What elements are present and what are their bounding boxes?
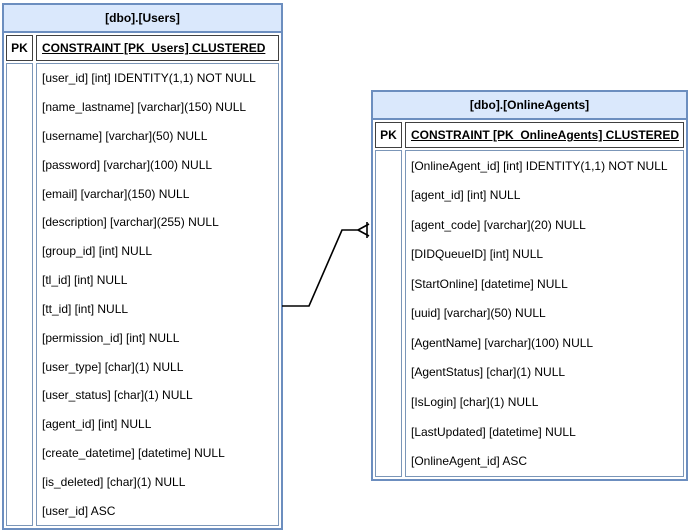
column-row: [description] [varchar](255) NULL [42, 215, 219, 230]
column-row: [AgentStatus] [char](1) NULL [411, 365, 566, 380]
users-pk-badge: PK [6, 35, 33, 61]
onlineagents-key-gutter [375, 150, 402, 477]
column-row: [user_id] ASC [42, 503, 116, 518]
column-row: [name_lastname] [varchar](150) NULL [42, 100, 247, 115]
users-table-header: [dbo].[Users] [4, 5, 281, 33]
column-row: [create_datetime] [datetime] NULL [42, 445, 225, 460]
column-row: [email] [varchar](150) NULL [42, 186, 190, 201]
column-row: [StartOnline] [datetime] NULL [411, 276, 568, 291]
column-row: [tl_id] [int] NULL [42, 273, 128, 288]
onlineagents-pk-badge: PK [375, 122, 402, 148]
users-pk-constraint: CONSTRAINT [PK_Users] CLUSTERED [36, 35, 279, 61]
onlineagents-table-node[interactable]: [dbo].[OnlineAgents] PK CONSTRAINT [PK_O… [371, 90, 688, 481]
column-row: [agent_code] [varchar](20) NULL [411, 217, 586, 232]
column-row: [user_status] [char](1) NULL [42, 388, 193, 403]
onlineagents-body: [OnlineAgent_id] [int] IDENTITY(1,1) NOT… [375, 150, 684, 477]
column-row: [tt_id] [int] NULL [42, 301, 129, 316]
column-row: [IsLogin] [char](1) NULL [411, 395, 539, 410]
column-row: [AgentName] [varchar](100) NULL [411, 335, 594, 350]
column-row: [OnlineAgent_id] ASC [411, 454, 528, 469]
users-pk-row: PK CONSTRAINT [PK_Users] CLUSTERED [6, 35, 279, 61]
onlineagents-columns-list: [OnlineAgent_id] [int] IDENTITY(1,1) NOT… [405, 150, 684, 477]
users-columns-list: [user_id] [int] IDENTITY(1,1) NOT NULL [n… [36, 63, 279, 526]
column-row: [LastUpdated] [datetime] NULL [411, 424, 576, 439]
many-crowfoot-icon [357, 222, 370, 238]
column-row: [agent_id] [int] NULL [411, 188, 521, 203]
users-body: [user_id] [int] IDENTITY(1,1) NOT NULL [n… [6, 63, 279, 526]
column-row: [OnlineAgent_id] [int] IDENTITY(1,1) NOT… [411, 158, 668, 173]
column-row: [user_id] [int] IDENTITY(1,1) NOT NULL [42, 71, 256, 86]
column-row: [agent_id] [int] NULL [42, 417, 152, 432]
column-row: [uuid] [varchar](50) NULL [411, 306, 546, 321]
column-row: [DIDQueueID] [int] NULL [411, 247, 544, 262]
column-row: [user_type] [char](1) NULL [42, 359, 184, 374]
column-row: [is_deleted] [char](1) NULL [42, 474, 186, 489]
column-row: [permission_id] [int] NULL [42, 330, 180, 345]
users-table-title: [dbo].[Users] [105, 11, 180, 25]
users-table-node[interactable]: [dbo].[Users] PK CONSTRAINT [PK_Users] C… [2, 3, 283, 530]
column-row: [group_id] [int] NULL [42, 244, 153, 259]
column-row: [password] [varchar](100) NULL [42, 157, 213, 172]
users-key-gutter [6, 63, 33, 526]
relationship-line [282, 229, 358, 307]
onlineagents-table-title: [dbo].[OnlineAgents] [469, 98, 590, 112]
column-row: [username] [varchar](50) NULL [42, 129, 208, 144]
onlineagents-pk-row: PK CONSTRAINT [PK_OnlineAgents] CLUSTERE… [375, 122, 684, 148]
onlineagents-pk-constraint: CONSTRAINT [PK_OnlineAgents] CLUSTERED [405, 122, 684, 148]
onlineagents-table-header: [dbo].[OnlineAgents] [373, 92, 686, 120]
